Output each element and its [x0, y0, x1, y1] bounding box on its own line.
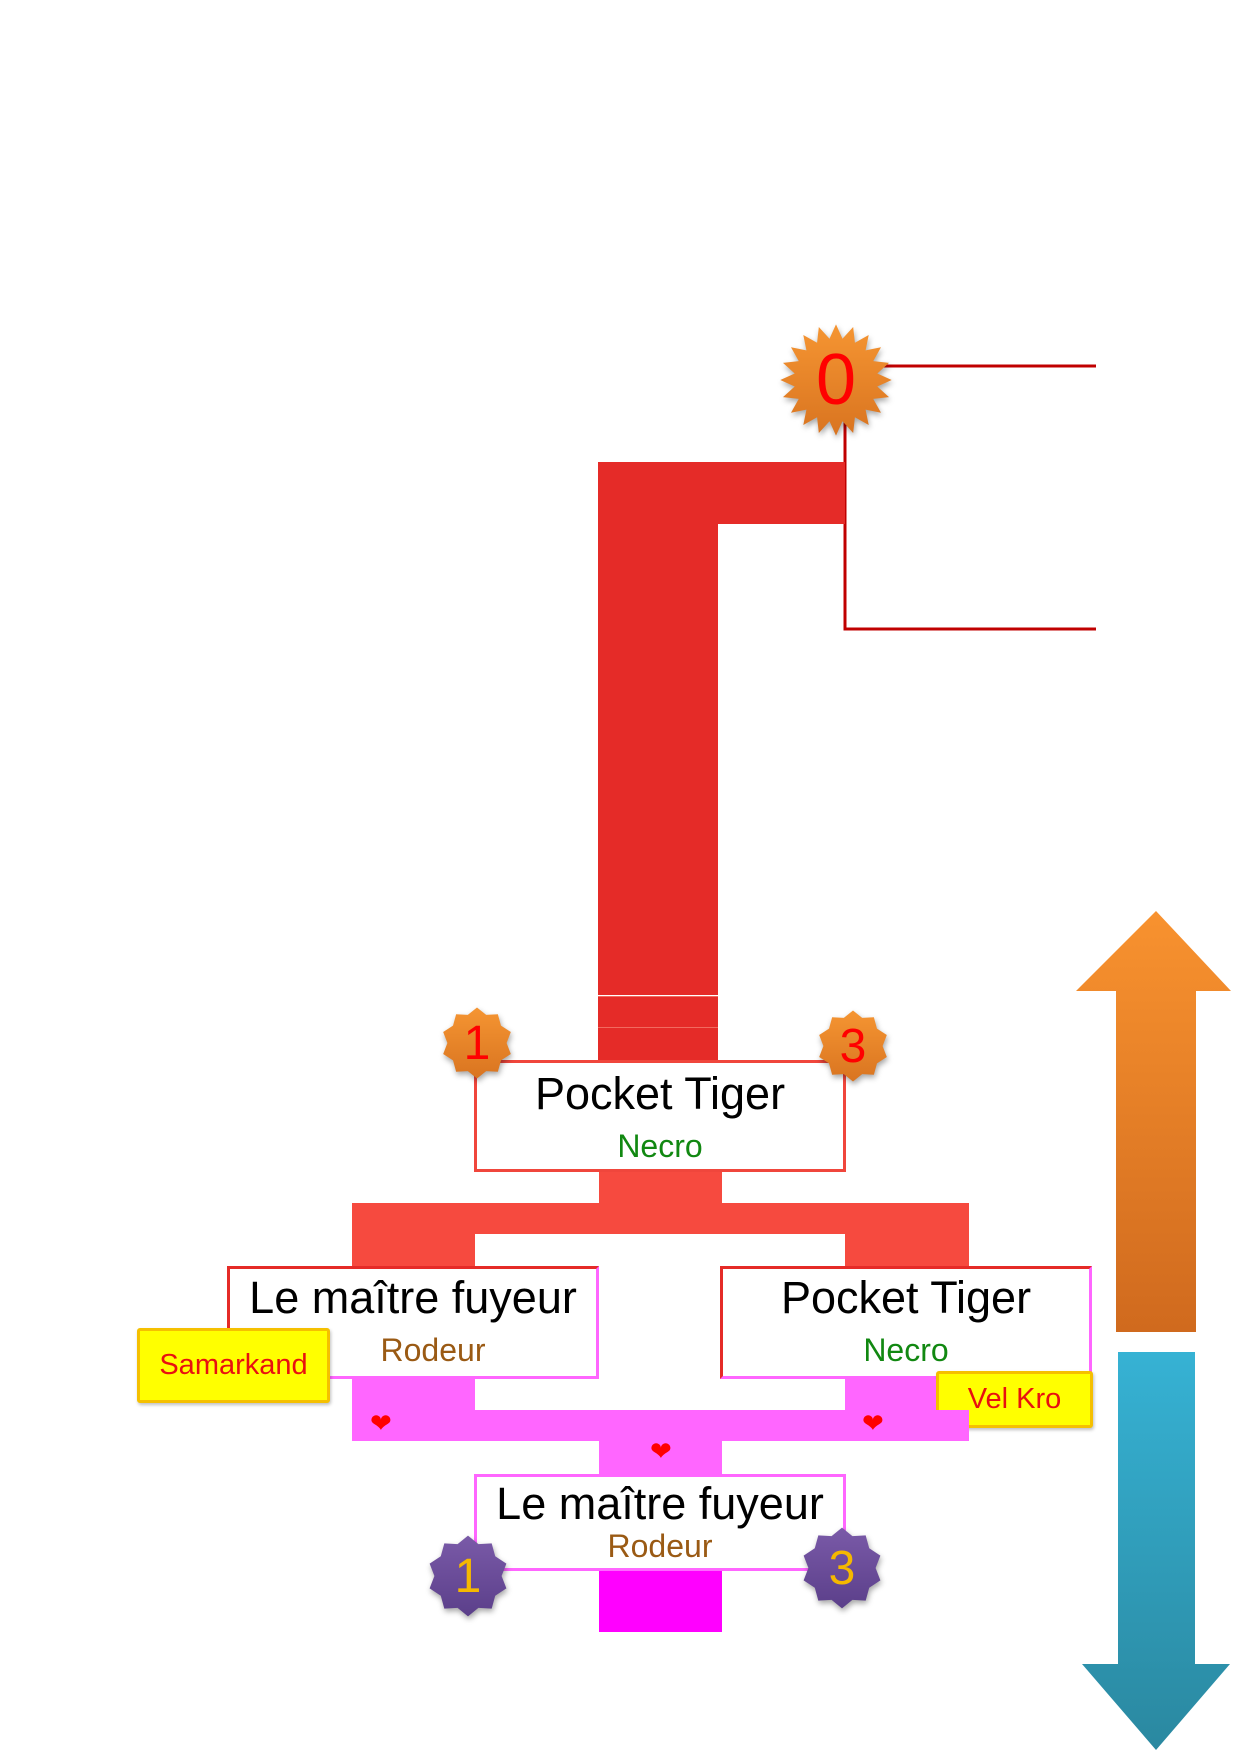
- pink-leg-left: [352, 1379, 475, 1410]
- trunk-vertical-bar: [598, 524, 718, 995]
- bottom-node-badge-right-label: 3: [828, 1541, 856, 1595]
- bottom-magenta-block: [599, 1571, 722, 1632]
- fork-bar: [352, 1203, 969, 1234]
- top-node-badge-left: 1: [440, 1005, 514, 1081]
- root-badge-label: 0: [815, 340, 857, 420]
- trunk-segment: [598, 996, 718, 1027]
- top-node-class: Necro: [617, 1128, 703, 1164]
- bottom-node-badge-left: 1: [426, 1532, 510, 1620]
- heart-icon: ❤: [650, 1436, 672, 1466]
- trunk-segment: [598, 1027, 718, 1061]
- top-node-card[interactable]: Pocket Tiger Necro: [474, 1060, 846, 1172]
- arrow-down-icon: [1082, 1352, 1230, 1750]
- right-child-name: Pocket Tiger: [780, 1272, 1032, 1323]
- connector-line-bottom: [843, 420, 1096, 631]
- right-child-card[interactable]: Pocket Tiger Necro: [720, 1266, 1092, 1379]
- heart-icon: ❤: [862, 1408, 884, 1438]
- top-node-badge-right: 3: [816, 1008, 890, 1084]
- starburst-badge-icon: [443, 1007, 511, 1079]
- fork-leg-left: [352, 1234, 475, 1266]
- bottom-node-badge-left-label: 1: [454, 1549, 482, 1603]
- top-node-name: Pocket Tiger: [534, 1068, 786, 1119]
- top-node-badge-right-label: 3: [839, 1019, 867, 1073]
- root-badge: 0: [774, 322, 898, 438]
- pink-leg-right: [845, 1379, 936, 1410]
- left-child-class: Rodeur: [380, 1332, 486, 1368]
- top-node-badge-left-label: 1: [463, 1016, 491, 1070]
- note-samarkand: Samarkand: [137, 1328, 330, 1403]
- fork-leg-right: [845, 1234, 969, 1266]
- bottom-node-name: Le maître fuyeur: [496, 1478, 824, 1529]
- trunk-horizontal-bar: [598, 462, 845, 524]
- bottom-node-class: Rodeur: [607, 1528, 713, 1564]
- left-child-name: Le maître fuyeur: [249, 1272, 577, 1323]
- starburst-badge-icon: [429, 1535, 507, 1617]
- left-child-card[interactable]: Le maître fuyeur Rodeur: [227, 1266, 599, 1379]
- arrow-up-icon: [1076, 911, 1231, 1332]
- bottom-node-card[interactable]: Le maître fuyeur Rodeur: [474, 1474, 846, 1571]
- note-samarkand-label: Samarkand: [159, 1349, 308, 1381]
- starburst-badge-icon: [819, 1010, 887, 1082]
- pink-stem: [599, 1441, 722, 1474]
- starburst-badge-icon: [780, 324, 892, 436]
- fork-stem: [599, 1172, 722, 1203]
- right-child-class: Necro: [863, 1332, 949, 1368]
- heart-icon: ❤: [370, 1408, 392, 1438]
- starburst-badge-icon: [803, 1527, 881, 1609]
- note-vel-kro-label: Vel Kro: [967, 1383, 1062, 1415]
- bottom-node-badge-right: 3: [800, 1524, 884, 1612]
- pink-bar: [352, 1410, 969, 1441]
